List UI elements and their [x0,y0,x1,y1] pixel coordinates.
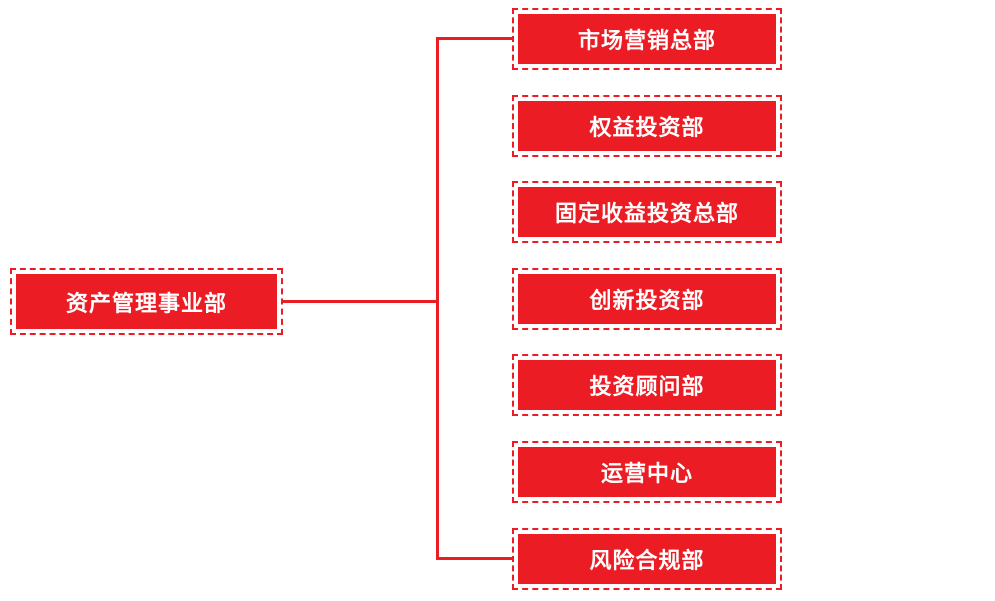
org-node-root: 资产管理事业部 [10,268,283,335]
connector-top-horizontal [436,37,514,40]
connector-trunk-vertical [436,37,439,560]
org-node-fixed-income: 固定收益投资总部 [512,181,782,243]
org-node-label: 创新投资部 [518,274,776,324]
org-node-label: 投资顾问部 [518,360,776,410]
org-node-label: 固定收益投资总部 [518,187,776,237]
connector-root-horizontal [283,300,439,303]
org-node-label: 权益投资部 [518,101,776,151]
org-node-innovation-investment: 创新投资部 [512,268,782,330]
org-node-label: 市场营销总部 [518,14,776,64]
org-node-risk-compliance: 风险合规部 [512,528,782,590]
org-node-marketing: 市场营销总部 [512,8,782,70]
connector-bottom-horizontal [436,557,514,560]
org-node-root-label: 资产管理事业部 [16,274,277,329]
org-node-label: 风险合规部 [518,534,776,584]
org-node-investment-advisory: 投资顾问部 [512,354,782,416]
org-node-operations-center: 运营中心 [512,441,782,503]
org-node-label: 运营中心 [518,447,776,497]
org-node-equity-investment: 权益投资部 [512,95,782,157]
